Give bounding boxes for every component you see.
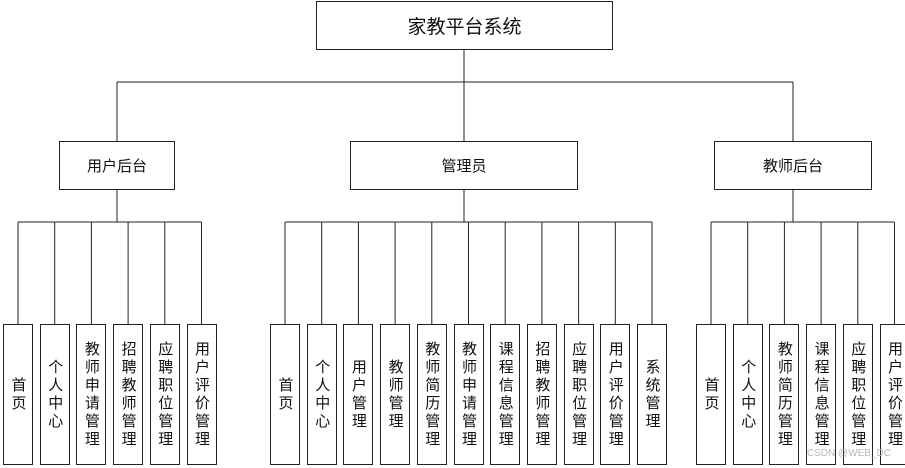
leaf-node: 教师申请管理 [76,324,107,465]
root-node: 家教平台系统 [316,1,613,50]
leaf-node: 首页 [696,324,726,465]
leaf-node: 个人中心 [306,324,337,465]
watermark: CSDN @WEB_DC [806,448,891,459]
leaf-node: 用户管理 [343,324,374,465]
leaf-node: 应聘职位管理 [563,324,594,465]
leaf-node: 教师简历管理 [769,324,800,465]
leaf-node: 课程信息管理 [806,324,837,465]
leaf-node: 用户评价管理 [600,324,631,465]
leaf-node: 教师管理 [380,324,411,465]
leaf-node: 招聘教师管理 [113,324,144,465]
group-node: 管理员 [350,141,578,190]
leaf-node: 系统管理 [637,324,667,465]
leaf-node: 用户评价管理 [186,324,217,465]
leaf-node: 招聘教师管理 [526,324,557,465]
leaf-node: 首页 [270,324,300,465]
leaf-node: 课程信息管理 [490,324,521,465]
leaf-node: 应聘职位管理 [149,324,180,465]
group-node: 用户后台 [59,141,175,190]
leaf-node: 应聘职位管理 [842,324,873,465]
leaf-node: 教师简历管理 [416,324,447,465]
leaf-node: 个人中心 [732,324,763,465]
leaf-node: 首页 [3,324,33,465]
group-node: 教师后台 [714,141,872,190]
leaf-node: 个人中心 [39,324,70,465]
leaf-node: 教师申请管理 [453,324,484,465]
leaf-node: 用户评价管理 [879,324,905,465]
